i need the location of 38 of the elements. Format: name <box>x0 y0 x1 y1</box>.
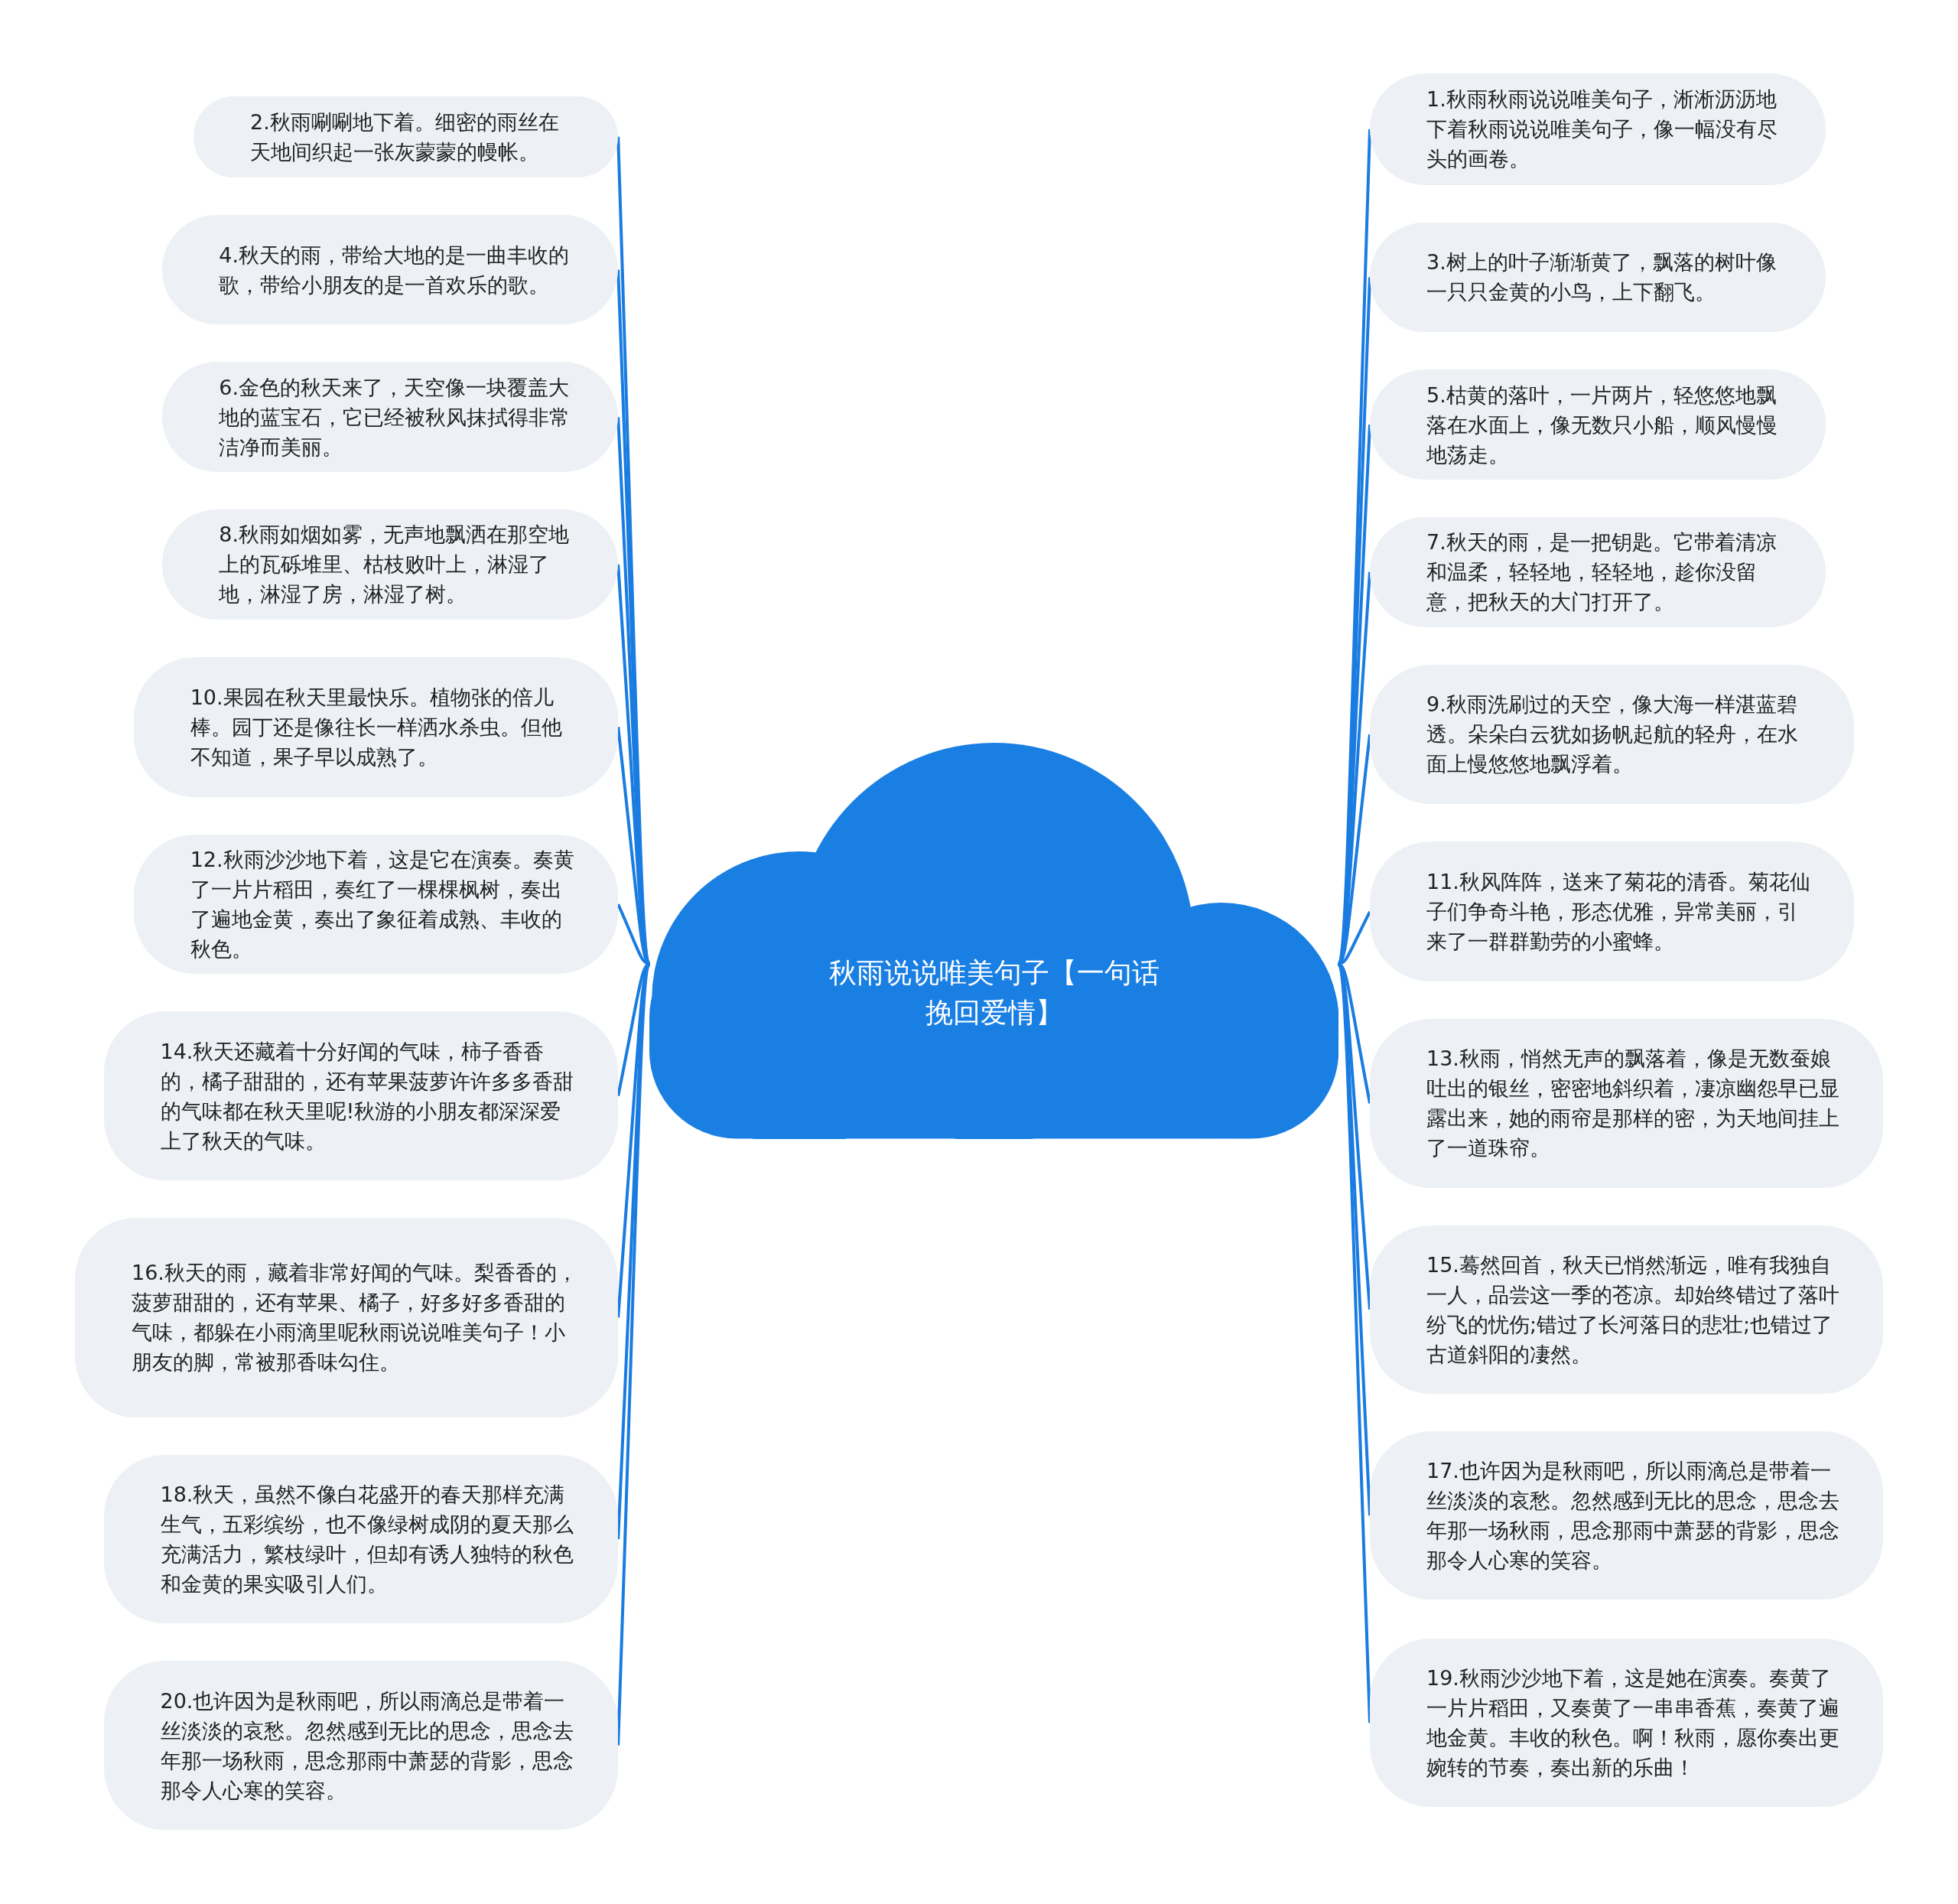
sentence-text: 7.秋天的雨，是一把钥匙。它带着清凉和温柔，轻轻地，轻轻地，趁你没留意，把秋天的大门打开了。 <box>1426 529 1777 616</box>
sentence-text: 5.枯黄的落叶，一片两片，轻悠悠地飘落在水面上，像无数只小船，顺风慢慢地荡走。 <box>1426 382 1778 468</box>
sentence-text: 15.蓦然回首，秋天已悄然渐远，唯有我独自一人，品尝这一季的苍凉。却始终错过了落叶纷飞的忧伤;错过了长河落日的悲壮;也错过了古道斜阳的凄然。 <box>1426 1251 1840 1368</box>
text-bubble <box>1370 1639 1884 1808</box>
sentence-text: 19.秋雨沙沙地下着，这是她在演奏。奏黄了一片片稻田，又奏黄了一串串香蕉，奏黄了遍地金黄。丰收的秋色。啊！秋雨，愿你奏出更婉转的节奏，奏出新的乐曲！ <box>1426 1665 1840 1782</box>
text-bubble <box>162 214 619 325</box>
sentence-text: 6.金色的秋天来了，天空像一块覆盖大地的蓝宝石，它已经被秋风抹拭得非常洁净而美丽。 <box>219 374 571 461</box>
sentence-text: 8.秋雨如烟如雾，无声地飘洒在那空地上的瓦砾堆里、枯枝败叶上，淋湿了地，淋湿了房，淋湿了树。 <box>219 522 570 608</box>
text-bubble <box>1370 1225 1884 1395</box>
text-bubble <box>74 1217 619 1418</box>
sentence-text: 10.果园在秋天里最快乐。植物张的倍儿棒。园丁还是像往长一样洒水杀虫。但他不知道，果子早以成熟了。 <box>190 684 563 770</box>
text-bubble <box>194 96 619 177</box>
text-bubble <box>103 1455 619 1624</box>
sentence-text: 11.秋风阵阵，送来了菊花的清香。菊花仙子们争奇斗艳，形态优雅，异常美丽，引来了一群群勤劳的小蜜蜂。 <box>1426 869 1811 955</box>
sentence-text: 14.秋天还藏着十分好闻的气味，柿子香香的，橘子甜甜的，还有苹果菠萝许许多多香甜的气味都在秋天里呢!秋游的小朋友都深深爱上了秋天的气味。 <box>160 1038 574 1154</box>
connector-line <box>1337 962 1371 1104</box>
text-bubble <box>1370 73 1826 185</box>
connector-line <box>1336 963 1371 1723</box>
sentence-text: 16.秋天的雨，藏着非常好闻的气味。梨香香的，菠萝甜甜的，还有苹果、橘子，好多好多香甜的气味，都躲在小雨滴里呢秋雨说说唯美句子！小朋友的脚，常被那香味勾住。 <box>131 1260 578 1376</box>
text-bubble <box>1370 369 1826 480</box>
sentence-text: 2.秋雨唰唰地下着。细密的雨丝在天地间织起一张灰蒙蒙的幔帐。 <box>250 109 560 165</box>
sentence-text: 3.树上的叶子渐渐黄了，飘落的树叶像一只只金黄的小鸟，上下翻飞。 <box>1426 249 1777 306</box>
text-bubble <box>1370 1431 1884 1600</box>
sentence-text: 20.也许因为是秋雨吧，所以雨滴总是带着一丝淡淡的哀愁。忽然感到无比的思念，思念去年那一场秋雨，思念那雨中萧瑟的背影，思念那令人心寒的笑容。 <box>160 1688 574 1804</box>
text-bubble <box>162 509 619 620</box>
sentence-text: 18.秋天，虽然不像白花盛开的春天那样充满生气，五彩缤纷，也不像绿树成阴的夏天那么充满活力，繁枝绿叶，但却有诱人独特的秋色和金黄的果实吸引人们。 <box>160 1482 574 1598</box>
sentence-text: 12.秋雨沙沙地下着，这是它在演奏。奏黄了一片片稻田，奏红了一棵棵枫树，奏出了遍地金黄，奏出了象征着成熟、丰收的秋色。 <box>190 847 575 963</box>
sentence-text: 4.秋天的雨，带给大地的是一曲丰收的歌，带给小朋友的是一首欢乐的歌。 <box>219 242 570 298</box>
text-bubble <box>103 1661 619 1830</box>
text-bubble <box>1370 516 1826 627</box>
central-topic: 秋雨说说唯美句子【一句话挽回爱情】 <box>828 955 1160 1030</box>
text-bubble <box>1370 222 1826 333</box>
sentence-text: 1.秋雨秋雨说说唯美句子，淅淅沥沥地下着秋雨说说唯美句子，像一幅没有尽头的画卷。 <box>1426 86 1778 173</box>
sentence-text: 13.秋雨，悄然无声的飘落着，像是无数蚕娘吐出的银丝，密密地斜织着，凄凉幽怨早已显露出来，她的雨帘是那样的密，为天地间挂上了一道珠帘。 <box>1426 1046 1840 1162</box>
text-bubble <box>162 362 619 473</box>
text-bubble <box>133 656 619 797</box>
sentence-text: 9.秋雨洗刷过的天空，像大海一样湛蓝碧透。朵朵白云犹如扬帆起航的轻舟，在水面上慢悠悠地飘浮着。 <box>1426 692 1799 778</box>
sentence-text: 17.也许因为是秋雨吧，所以雨滴总是带着一丝淡淡的哀愁。忽然感到无比的思念，思念去年那一场秋雨，思念那雨中萧瑟的背影，思念那令人心寒的笑容。 <box>1426 1458 1840 1574</box>
